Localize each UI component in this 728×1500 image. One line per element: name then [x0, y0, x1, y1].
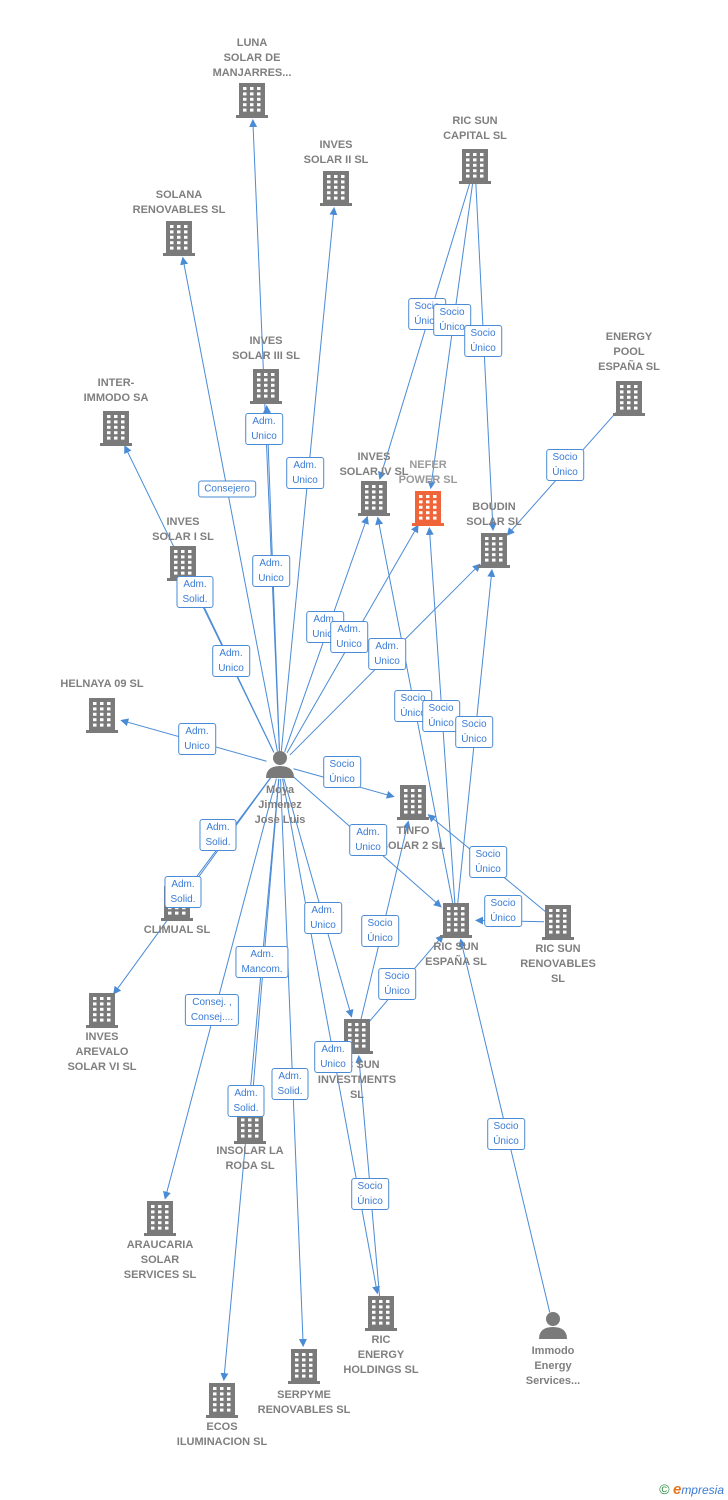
edge-label[interactable]: Adm. Solid.: [199, 819, 237, 851]
node-label-ecos[interactable]: ECOS ILUMINACION SL: [176, 1421, 268, 1448]
focus-building-icon[interactable]: [412, 491, 444, 526]
edge-label[interactable]: Adm. Unico: [304, 902, 342, 934]
node-label-ricsuncap[interactable]: RIC SUN CAPITAL SL: [443, 115, 507, 142]
edge-label[interactable]: Adm. Unico: [212, 645, 250, 677]
icons-layer: [86, 83, 645, 1418]
building-icon[interactable]: [86, 993, 118, 1028]
node-label-interimmodo[interactable]: INTER- IMMODO SA: [83, 377, 149, 404]
building-icon[interactable]: [459, 149, 491, 184]
node-label-inves1[interactable]: INVES SOLAR I SL: [152, 516, 214, 543]
node-label-ricsunren[interactable]: RIC SUN RENOVABLES SL: [520, 943, 596, 985]
edge-label[interactable]: Adm. Mancom.: [235, 946, 289, 978]
edge-label[interactable]: Socio Único: [323, 756, 361, 788]
building-icon[interactable]: [365, 1296, 397, 1331]
node-label-ricsunesp[interactable]: RIC SUN ESPAÑA SL: [425, 941, 487, 968]
node-label-inves6[interactable]: INVES AREVALO SOLAR VI SL: [67, 1031, 137, 1073]
edge-label[interactable]: Adm. Unico: [368, 638, 406, 670]
edge-label[interactable]: Socio Único: [469, 846, 507, 878]
node-label-nefer[interactable]: NEFER POWER SL: [398, 459, 458, 486]
building-icon[interactable]: [320, 171, 352, 206]
node-label-moya[interactable]: Moya Jimenez Jose Luis: [254, 784, 306, 826]
node-label-inves4[interactable]: INVES SOLAR IV SL: [339, 451, 409, 478]
edge-label[interactable]: Adm. Unico: [286, 457, 324, 489]
node-label-serpyme[interactable]: SERPYME RENOVABLES SL: [257, 1389, 351, 1416]
edge-moya-solana: [180, 256, 278, 752]
edge-label[interactable]: Adm. Unico: [330, 621, 368, 653]
edge-label[interactable]: Socio Único: [378, 968, 416, 1000]
building-icon[interactable]: [542, 905, 574, 940]
building-icon[interactable]: [288, 1349, 320, 1384]
edge-label[interactable]: Adm. Unico: [252, 555, 290, 587]
edge-label[interactable]: Adm. Unico: [314, 1041, 352, 1073]
edge-label[interactable]: Adm. Solid.: [164, 876, 202, 908]
copyright-icon: ©: [659, 1481, 670, 1497]
node-label-energypool[interactable]: ENERGY POOL ESPAÑA SL: [598, 331, 660, 373]
building-icon[interactable]: [206, 1383, 238, 1418]
node-label-immodo[interactable]: Immodo Energy Services...: [525, 1345, 581, 1387]
edge-label[interactable]: Socio Único: [464, 325, 502, 357]
node-label-helnaya[interactable]: HELNAYA 09 SL: [60, 678, 144, 690]
edge-label[interactable]: Socio Único: [546, 449, 584, 481]
building-icon[interactable]: [478, 533, 510, 568]
edge-moya-serpyme: [280, 778, 307, 1348]
edge-label[interactable]: Consejero: [198, 480, 256, 498]
edge-label[interactable]: Socio Único: [351, 1178, 389, 1210]
edge-label[interactable]: Socio Único: [455, 716, 493, 748]
node-label-inves3[interactable]: INVES SOLAR III SL: [232, 335, 300, 362]
edge-moya-araucaria: [163, 778, 277, 1200]
empresia-logo[interactable]: © empresia: [659, 1481, 724, 1498]
edge-ricenergy-ricsuninv: [355, 1054, 381, 1300]
node-label-tinfo[interactable]: TINFO SOLAR 2 SL: [380, 825, 446, 852]
building-icon[interactable]: [144, 1201, 176, 1236]
node-label-luna[interactable]: LUNA SOLAR DE MANJARRES...: [212, 37, 292, 79]
node-label-insolar[interactable]: INSOLAR LA RODA SL: [216, 1145, 284, 1172]
building-icon[interactable]: [86, 698, 118, 733]
node-label-araucaria[interactable]: ARAUCARIA SOLAR SERVICES SL: [123, 1239, 197, 1281]
building-icon[interactable]: [236, 83, 268, 118]
edge-label[interactable]: Socio Único: [361, 915, 399, 947]
edge-label[interactable]: Socio Único: [487, 1118, 525, 1150]
building-icon[interactable]: [163, 221, 195, 256]
brand-initial: e: [672, 1481, 682, 1498]
edge-moya-ricsuninv: [283, 778, 354, 1018]
edge-label[interactable]: Socio Único: [422, 700, 460, 732]
edge-label[interactable]: Adm. Unico: [349, 824, 387, 856]
edge-label[interactable]: Adm. Solid.: [271, 1068, 309, 1100]
person-icon[interactable]: [266, 751, 294, 778]
edge-label[interactable]: Socio Único: [484, 895, 522, 927]
edge-label[interactable]: Adm. Solid.: [176, 576, 214, 608]
edge-label[interactable]: Adm. Unico: [178, 723, 216, 755]
node-label-solana[interactable]: SOLANA RENOVABLES SL: [132, 189, 226, 216]
node-label-inves2[interactable]: INVES SOLAR II SL: [303, 139, 369, 166]
node-label-boudin[interactable]: BOUDIN SOLAR SL: [466, 501, 522, 528]
edge-label[interactable]: Consej. , Consej....: [184, 994, 240, 1026]
edge-label[interactable]: Adm. Unico: [245, 413, 283, 445]
edge-moya-ecos: [220, 778, 280, 1382]
node-label-ricenergy[interactable]: RIC ENERGY HOLDINGS SL: [343, 1334, 419, 1376]
person-icon[interactable]: [539, 1312, 567, 1339]
edge-label[interactable]: Adm. Solid.: [227, 1085, 265, 1117]
edge-moya-insolar: [248, 778, 280, 1108]
building-icon[interactable]: [440, 903, 472, 938]
building-icon[interactable]: [250, 369, 282, 404]
building-icon[interactable]: [358, 481, 390, 516]
building-icon[interactable]: [100, 411, 132, 446]
building-icon[interactable]: [397, 785, 429, 820]
brand-name: mpresia: [681, 1483, 724, 1497]
node-label-climual[interactable]: CLIMUAL SL: [143, 924, 211, 936]
building-icon[interactable]: [613, 381, 645, 416]
